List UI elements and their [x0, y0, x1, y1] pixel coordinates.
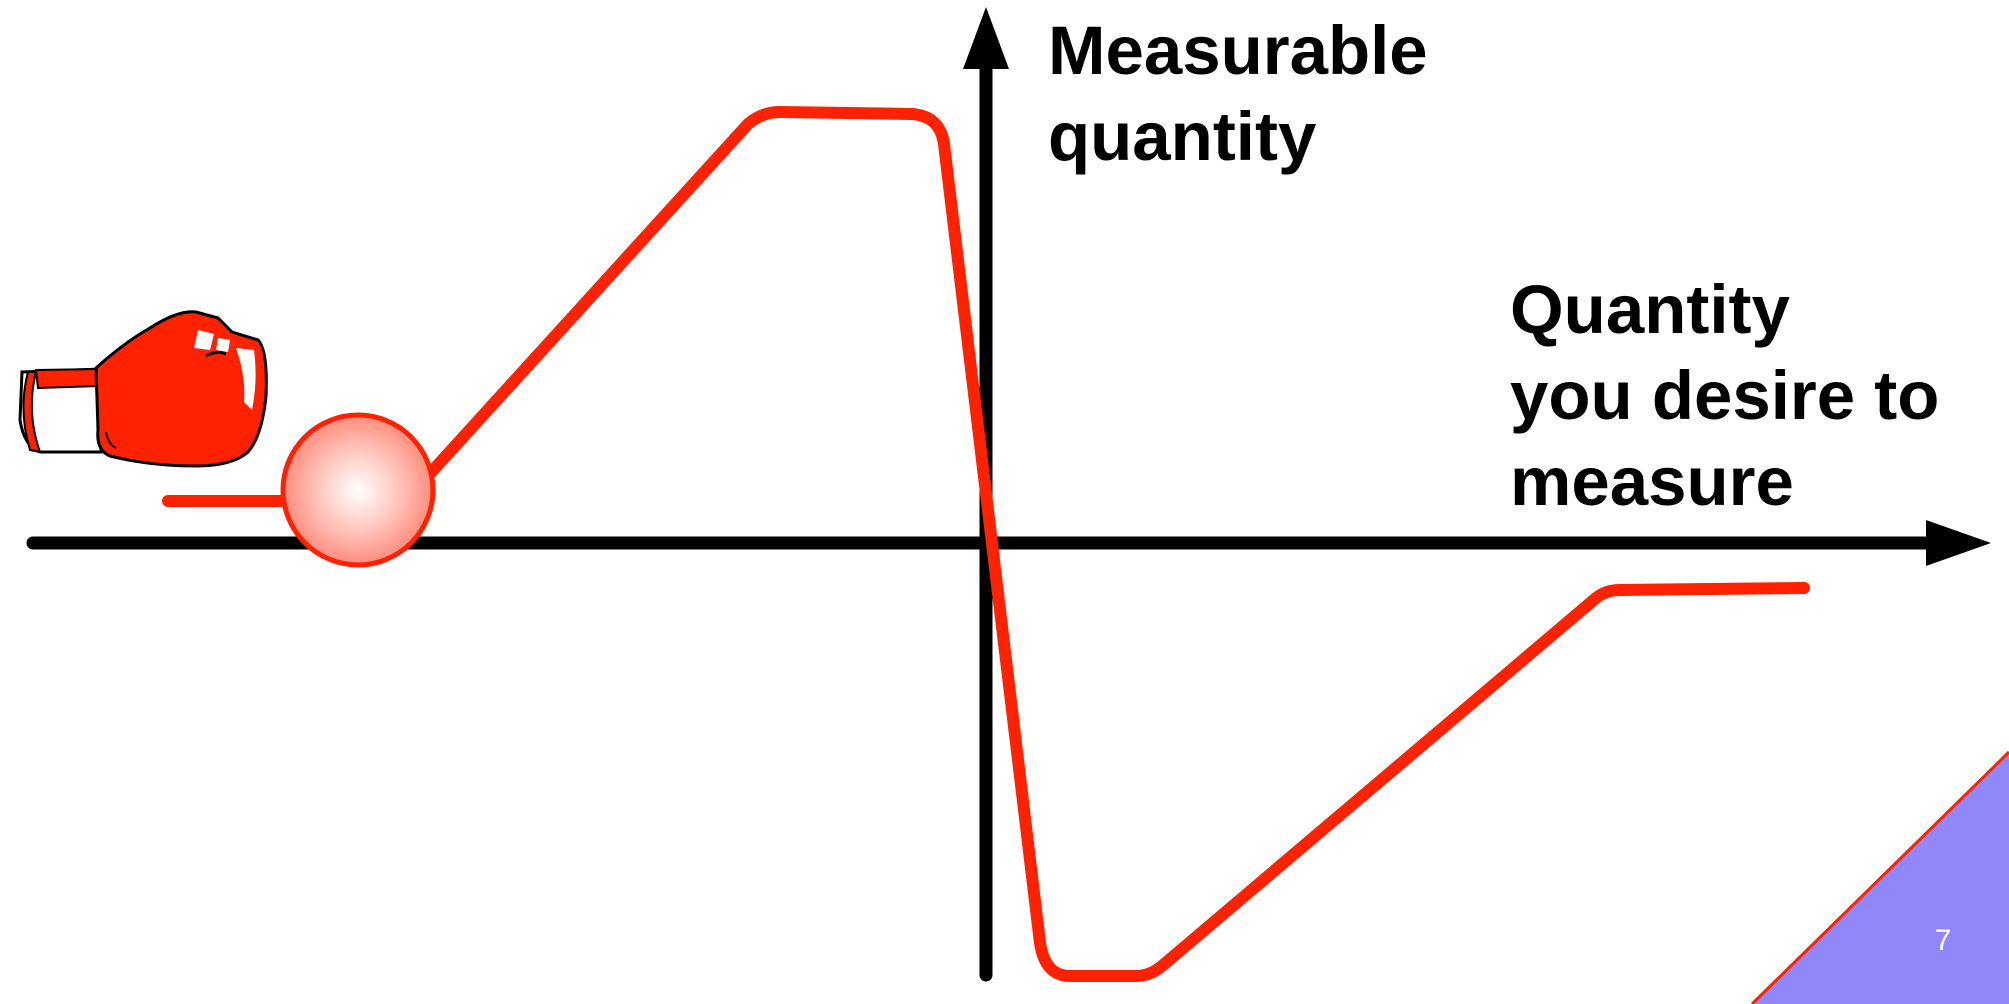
y-axis-title-line-1: Measurable — [1048, 12, 1428, 89]
corner-edge — [1750, 750, 2009, 1004]
response-curve — [162, 106, 1810, 982]
y-axis-title: Measurable quantity — [1048, 8, 1428, 180]
ball-icon — [280, 412, 436, 568]
x-axis-title-line-3: measure — [1510, 443, 1794, 520]
y-axis-title-line-2: quantity — [1048, 98, 1317, 175]
slide-number: 7 — [1934, 924, 1952, 957]
y-axis-arrowhead — [963, 7, 1009, 69]
boxing-glove-icon — [18, 310, 268, 468]
x-axis-arrowhead — [1926, 520, 1991, 566]
x-axis-title-line-2: you desire to — [1510, 357, 1940, 434]
x-axis-title-line-1: Quantity — [1510, 271, 1790, 348]
x-axis-title: Quantity you desire to measure — [1510, 267, 1939, 525]
